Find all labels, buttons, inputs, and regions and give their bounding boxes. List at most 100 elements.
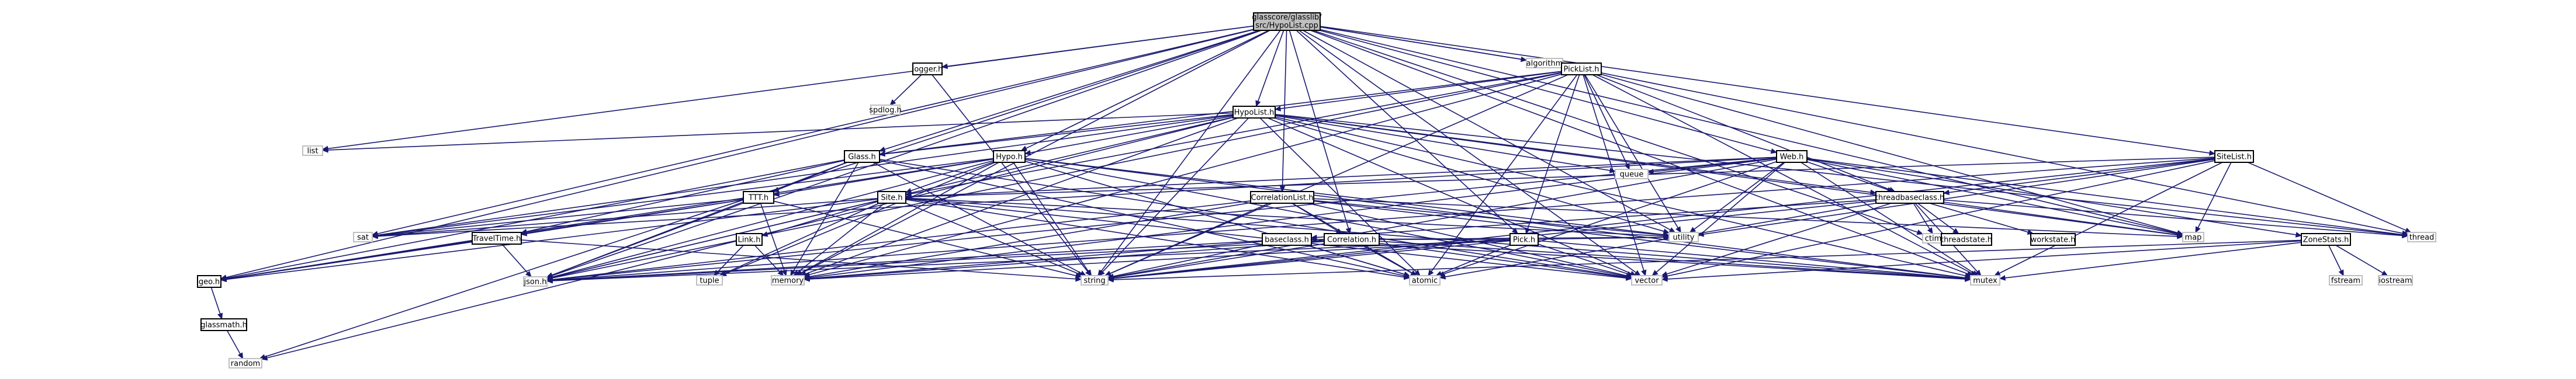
edge-arrowhead [1675,226,1681,234]
node-geo[interactable]: geo.h [197,275,221,288]
edge-arrowhead [1641,269,1647,277]
edge-hypolist-to-hypo [1024,115,1234,156]
node-label: Web.h [1780,153,1804,162]
node-box [472,232,522,245]
edge-root-to-correlationlist [1279,30,1287,193]
edge-arrowhead [1975,269,1982,276]
edge-arrowhead [1439,274,1446,280]
edge-line [1999,162,2223,274]
node-label: spdlog.h [869,106,901,115]
edge-line [1013,162,1089,272]
edge-line [879,158,1627,278]
node-vector: vector [1631,275,1663,286]
node-label: TTT.h [748,194,768,203]
node-pick[interactable]: Pick.h [1509,233,1539,246]
node-logger[interactable]: logger.h [912,62,943,75]
node-label: string [1083,277,1105,286]
edge-arrowhead [546,277,553,284]
edge-glass-to-vector [879,158,1633,280]
node-link[interactable]: Link.h [736,233,763,246]
edge-line [1917,203,1955,231]
node-ttt[interactable]: TTT.h [743,191,774,204]
edge-line [377,198,878,237]
node-label: tuple [700,277,719,286]
edge-line [552,157,2215,281]
edge-arrowhead [237,352,244,360]
edge-line [552,160,994,278]
node-box [1875,191,1944,204]
node-glassmath[interactable]: glassmath.h [200,318,247,331]
edge-line [377,29,1254,234]
edge-line [1601,72,2403,234]
edge-line [1703,159,2215,235]
node-box [844,150,880,163]
edge-sitelist-to-site [905,157,2215,200]
node-tuple: tuple [696,275,723,286]
edge-line [1313,200,1664,236]
node-zonestats[interactable]: ZoneStats.h [2301,233,2351,246]
node-random: random [228,358,262,368]
node-web[interactable]: Web.h [1776,150,1808,163]
node-label: Site.h [881,194,902,203]
edge-link-to-memory [754,245,784,276]
edge-arrowhead [2381,270,2388,276]
edge-line [1584,74,1679,228]
edge-picklist-to-thread [1601,72,2409,237]
edge-line [1030,115,1234,154]
edge-line [905,199,1405,278]
edge-line [1929,203,2028,233]
node-box [1081,275,1109,286]
edge-arrowhead [878,151,885,157]
edge-arrowhead [1609,168,1616,173]
node-box [696,275,723,286]
edge-line [1026,30,1269,149]
edge-baseclass-to-atomic [1306,245,1411,277]
node-label: Pick.h [1513,236,1535,245]
node-label: HypoList.h [1234,109,1275,117]
node-label: Hypo.h [996,153,1023,162]
edge-line [1596,74,1891,190]
node-box [2407,232,2436,242]
edge-line [809,239,1511,280]
node-picklist[interactable]: PickList.h [1561,62,1602,75]
node-correlationlist[interactable]: CorrelationList.h [1250,191,1314,204]
edge-arrowhead [1255,100,1261,107]
edge-web-to-zonestats [1806,158,2303,238]
node-glass[interactable]: Glass.h [844,150,880,163]
node-threadstate[interactable]: threadstate.h [1941,233,1992,246]
node-atomic: atomic [1409,275,1441,286]
edge-line [1257,30,1284,102]
edge-line [1024,158,1664,235]
node-correlation[interactable]: Correlation.h [1324,233,1380,246]
node-site[interactable]: Site.h [877,191,906,204]
edge-web-to-vector [1651,162,1785,276]
edge-line [1445,203,1876,277]
node-box [1970,275,2000,286]
edge-arrowhead [1024,149,1031,156]
node-label: list [307,147,318,156]
node-box [200,318,247,331]
edge-line [210,287,221,314]
edge-arrowhead [1020,145,1028,151]
node-workstate[interactable]: workstate.h [2030,233,2076,246]
node-traveltime[interactable]: TravelTime.h [472,232,522,245]
node-root[interactable]: glasscore/glasslib/src/HypoList.cpp [1252,12,1322,31]
edge-line [2328,245,2342,272]
node-label-line-1: glasscore/glasslib/ [1252,13,1322,22]
node-box [2214,150,2254,163]
node-box [743,191,774,204]
node-box [1615,169,1649,179]
node-memory: memory [771,275,805,286]
node-baseclass[interactable]: baseclass.h [1262,233,1312,246]
node-sitelist[interactable]: SiteList.h [2214,150,2254,163]
node-hypolist[interactable]: HypoList.h [1232,106,1276,119]
edge-hypolist-to-atomic [1259,117,1421,276]
edge-line [754,245,780,273]
node-threadbaseclass[interactable]: threadbaseclass.h [1875,191,1944,204]
edge-line [1319,30,1772,152]
edge-line [1268,117,1632,274]
node-hypo[interactable]: Hypo.h [993,150,1026,163]
edge-sitelist-to-thread [2247,162,2412,233]
edge-picklist-to-json [546,72,1562,281]
edge-line [521,239,1076,280]
